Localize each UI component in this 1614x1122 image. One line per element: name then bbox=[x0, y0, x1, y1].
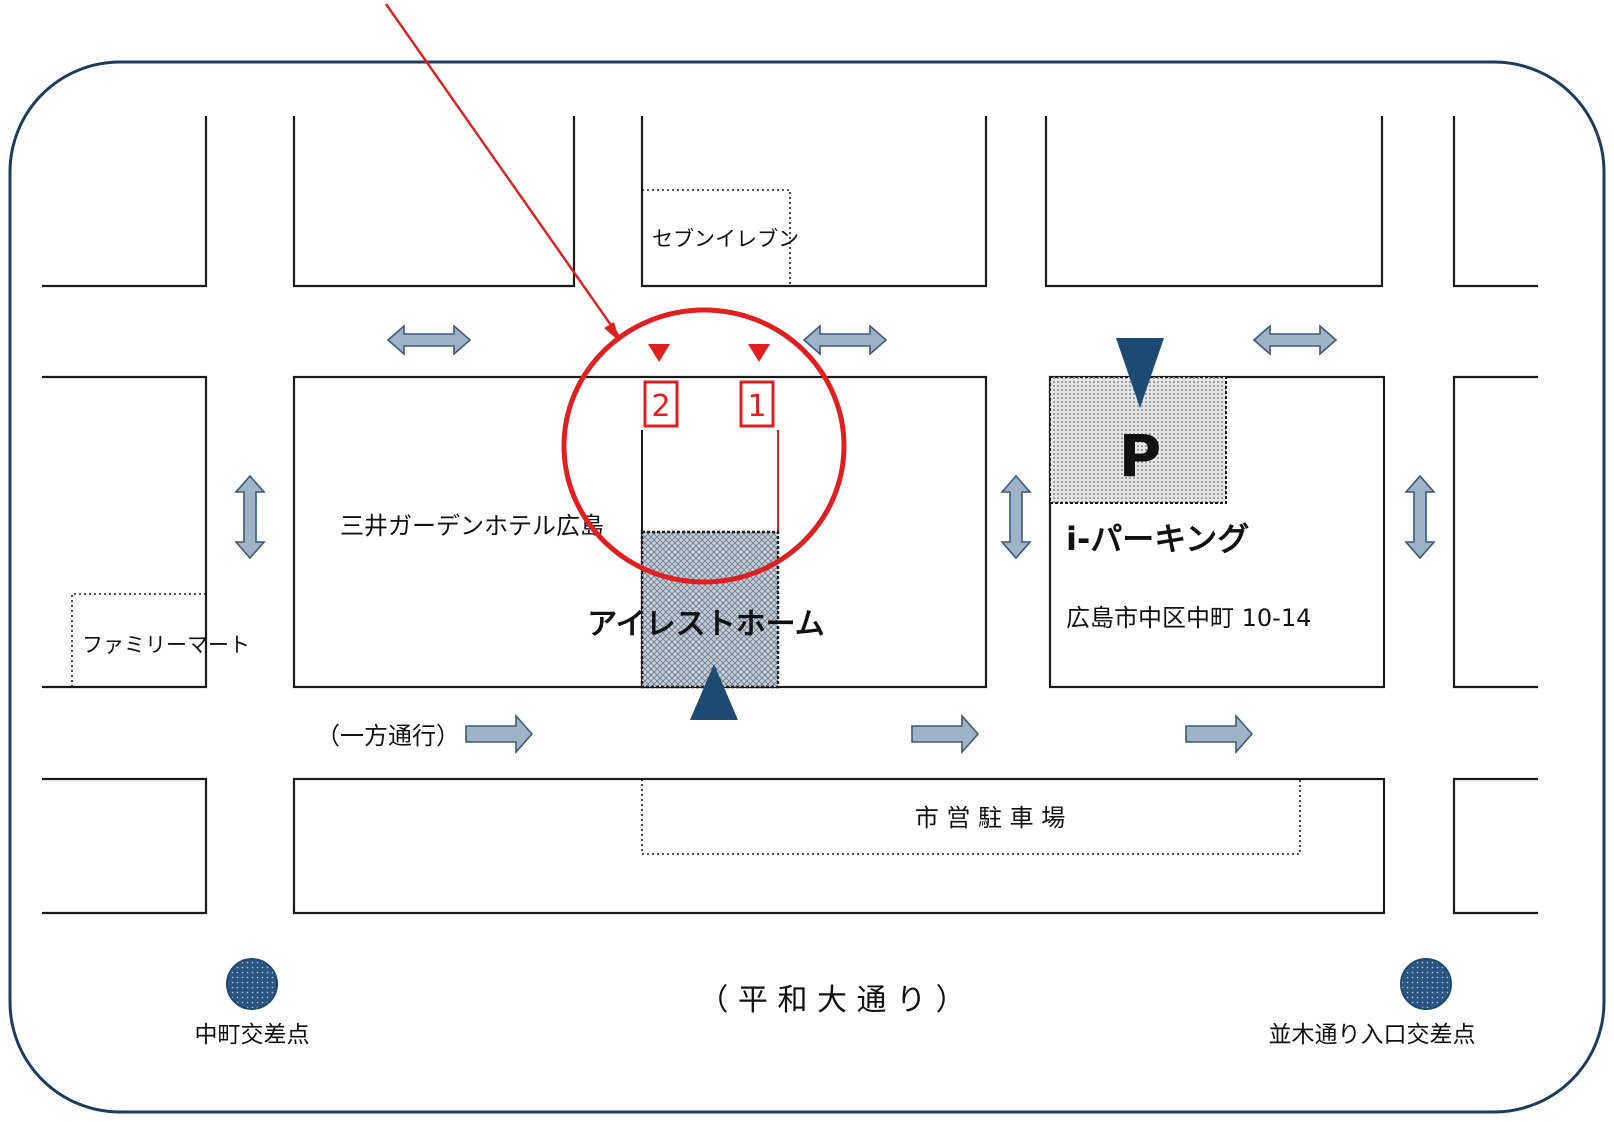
block-bot-1 bbox=[42, 777, 208, 915]
airest-home-label: アイレストホーム bbox=[587, 607, 825, 642]
two-way-arrow-2 bbox=[802, 324, 888, 356]
heiwa-odori-label: （ 平 和 大 通 り ） bbox=[698, 983, 965, 1018]
parking-entrance-triangle bbox=[1116, 338, 1164, 408]
entrance-1-marker bbox=[748, 344, 770, 362]
one-way-arrow-1 bbox=[465, 713, 534, 755]
city-parking-label: 市 営 駐 車 場 bbox=[915, 804, 1066, 832]
block-bot-2 bbox=[292, 777, 1386, 915]
map-frame bbox=[8, 60, 1606, 1114]
two-way-arrow-vertical-1 bbox=[234, 474, 266, 560]
pointer-arrowhead bbox=[604, 322, 620, 342]
entrance-2-marker bbox=[648, 344, 670, 362]
one-way-arrow-3 bbox=[1185, 713, 1254, 755]
nakamachi-crossing-label: 中町交差点 bbox=[195, 1022, 310, 1048]
address-label: 広島市中区中町 10-14 bbox=[1066, 604, 1311, 632]
namiki-crossing-icon bbox=[1400, 958, 1452, 1010]
two-way-arrow-3 bbox=[1252, 324, 1338, 356]
one-way-arrow-2 bbox=[911, 713, 980, 755]
family-mart-label: ファミリーマート bbox=[82, 633, 250, 657]
block-mid-5 bbox=[1452, 375, 1538, 689]
entrance-2-box bbox=[643, 380, 679, 428]
block-top-3 bbox=[640, 116, 988, 288]
airest-home-building bbox=[640, 530, 780, 689]
i-parking-label: i-パーキング bbox=[1066, 520, 1249, 558]
highlight-circle bbox=[561, 307, 847, 585]
parking-symbol: P bbox=[1119, 422, 1162, 490]
entrance-2-label: 2 bbox=[651, 389, 670, 424]
namiki-crossing-label: 並木通り入口交差点 bbox=[1269, 1022, 1476, 1048]
block-top-4 bbox=[1044, 116, 1384, 288]
two-way-arrow-vertical-3 bbox=[1404, 474, 1436, 560]
family-mart-box bbox=[71, 593, 206, 687]
block-bot-5 bbox=[1452, 777, 1538, 915]
two-way-arrow-vertical-2 bbox=[1000, 474, 1032, 560]
entrance-1-label: 1 bbox=[747, 389, 766, 424]
city-parking-box bbox=[641, 779, 1301, 855]
mitsui-hotel-label: 三井ガーデンホテル広島 bbox=[340, 512, 604, 540]
block-top-5 bbox=[1452, 116, 1538, 288]
block-mid-hotel bbox=[292, 375, 988, 689]
nakamachi-crossing-icon bbox=[226, 958, 278, 1010]
airest-entrance-triangle bbox=[690, 664, 738, 720]
block-top-1 bbox=[42, 116, 208, 288]
one-way-label: （一方通行） bbox=[316, 722, 460, 750]
seven-eleven-box bbox=[642, 189, 791, 286]
block-mid-1 bbox=[42, 375, 208, 689]
seven-eleven-label: セブンイレブン bbox=[652, 227, 799, 251]
block-top-2 bbox=[292, 116, 576, 288]
two-way-arrow-1 bbox=[386, 324, 472, 356]
entrance-1-box bbox=[739, 380, 775, 428]
pointer-line bbox=[385, 3, 621, 339]
